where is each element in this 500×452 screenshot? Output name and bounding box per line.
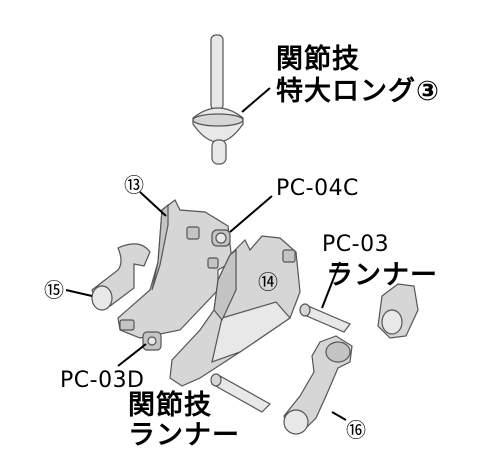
part-15-piece bbox=[91, 243, 151, 311]
label-pc03d: PC-03D bbox=[60, 368, 145, 393]
pc03-runner-part bbox=[377, 283, 419, 339]
label-pc03: PC-03 bbox=[322, 232, 390, 257]
leader-joint-long bbox=[241, 87, 271, 113]
label-part-15: ⑮ bbox=[44, 278, 64, 302]
leader-15 bbox=[65, 289, 93, 297]
part-14-frame bbox=[169, 235, 301, 387]
pc03d-cube bbox=[142, 331, 162, 351]
label-part-14: ⑭ bbox=[258, 270, 278, 294]
label-joint-runner-line2: ランナー bbox=[128, 420, 240, 451]
ball-joint-long-shaft bbox=[192, 34, 244, 165]
label-pc03-runner: ランナー bbox=[326, 260, 438, 291]
leader-13 bbox=[139, 191, 167, 217]
label-part-13: ⑬ bbox=[124, 173, 144, 197]
leader-16 bbox=[331, 411, 347, 421]
label-joint-tech-line2: 特大ロング③ bbox=[276, 76, 440, 107]
label-joint-tech-line1: 関節技 bbox=[276, 44, 360, 75]
leader-pc03d bbox=[117, 343, 147, 367]
leader-pc04c bbox=[229, 195, 273, 233]
joint-runner-pin bbox=[210, 373, 271, 413]
pc04c-socket bbox=[211, 229, 231, 247]
label-part-16: ⑯ bbox=[346, 418, 366, 442]
part-16-piece bbox=[283, 335, 353, 435]
leader-pc03 bbox=[321, 261, 341, 309]
label-pc04c: PC-04C bbox=[276, 176, 359, 201]
label-joint-runner-line1: 関節技 bbox=[128, 390, 212, 421]
pc03-pin bbox=[299, 303, 351, 333]
